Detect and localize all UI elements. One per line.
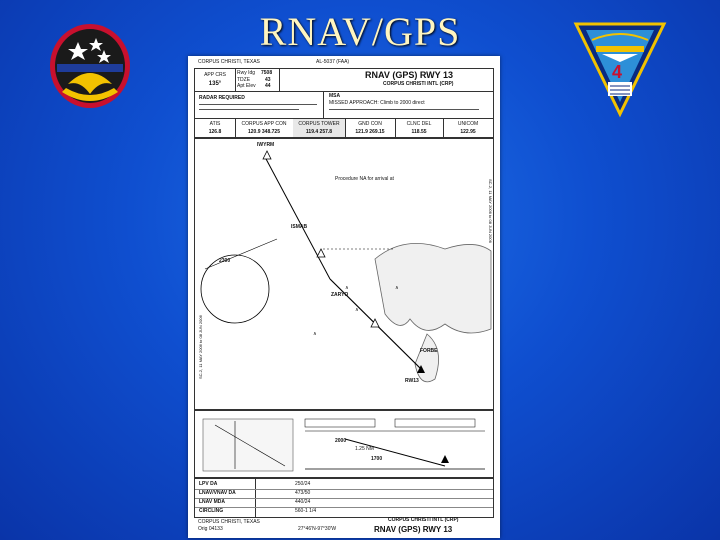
- radar-note: RADAR REQUIRED: [199, 95, 245, 101]
- msa-label: MSA: [329, 93, 341, 99]
- svg-text:SC-2, 11 MAY 2006 to 08 JUN 20: SC-2, 11 MAY 2006 to 08 JUN 2006: [198, 314, 203, 379]
- msa-value: 2300: [219, 258, 231, 264]
- freq-value: 126.8: [208, 129, 222, 135]
- fix-label: RW13: [405, 378, 419, 384]
- freq-value: 122.95: [460, 129, 476, 135]
- footer-orig: Orig 04133: [198, 526, 223, 532]
- profile-distance: 1.25 NM: [355, 446, 374, 452]
- svg-text:∧: ∧: [313, 331, 317, 337]
- minimums-category: LPV DA: [199, 481, 218, 487]
- profile-altitude: 1700: [371, 456, 383, 462]
- plan-view: ∧ ∧ ∧ ∧ SC-2, 11 MAY 2006 to 08 JUN 2006…: [194, 138, 494, 410]
- minimums-category: LNAV MDA: [199, 499, 226, 505]
- minimums-value: 473/50: [295, 490, 311, 496]
- footer-airport: CORPUS CHRISTI INTL (CRP): [388, 517, 459, 523]
- minimums-value: 560-1 1/4: [295, 508, 317, 514]
- fix-label: FORBE: [420, 348, 438, 354]
- rwy-ldg-value: 7508: [261, 70, 273, 76]
- profile-view: 2000 1700 1.25 NM: [194, 410, 494, 478]
- svg-text:∧: ∧: [395, 285, 399, 291]
- minimums-value: 250/24: [295, 481, 311, 487]
- freq-value: 119.4 257.8: [305, 129, 333, 135]
- freq-value: 120.9 348.725: [248, 129, 280, 135]
- fix-label: ISMAB: [291, 224, 308, 230]
- profile-altitude: 2000: [335, 438, 347, 444]
- footer-coords: 27°46'N-97°30'W: [298, 526, 337, 532]
- freq-label: UNICOM: [457, 121, 479, 127]
- freq-value: 121.9 269.15: [355, 129, 385, 135]
- svg-text:SC-2, 11 MAY 2006 to 08 JUN 20: SC-2, 11 MAY 2006 to 08 JUN 2006: [488, 179, 493, 244]
- freq-label: GND CON: [358, 121, 382, 127]
- footer-city: CORPUS CHRISTI, TEXAS: [198, 519, 260, 525]
- minimums-category: CIRCLING: [199, 508, 224, 514]
- plate-title: RNAV (GPS) RWY 13: [365, 70, 454, 80]
- missed-approach: MISSED APPROACH: Climb to 2000 direct: [329, 100, 425, 106]
- freq-value: 118.55: [411, 129, 427, 135]
- tdze-value: 43: [265, 77, 271, 83]
- approach-plate: CORPUS CHRISTI, TEXAS AL-5037 (FAA) APP …: [188, 56, 500, 538]
- notes-box: RADAR REQUIRED MSA MISSED APPROACH: Clim…: [194, 91, 494, 119]
- svg-text:∧: ∧: [345, 285, 349, 291]
- app-crs-value: 135°: [208, 81, 222, 87]
- freq-label: CORPUS TOWER: [298, 121, 340, 127]
- freq-label: ATIS: [209, 121, 221, 127]
- minimums-category: LNAV/VNAV DA: [199, 490, 236, 496]
- tdze-label: TDZE: [237, 77, 251, 83]
- footer-title: RNAV (GPS) RWY 13: [374, 525, 453, 534]
- header-box: APP CRS 135° Rwy Idg 7508 TDZE 43 Apt El…: [194, 68, 494, 92]
- freq-label: CORPUS APP CON: [241, 121, 287, 127]
- app-crs-label: APP CRS: [204, 72, 226, 78]
- slide-title: RNAV/GPS: [259, 9, 461, 54]
- apt-elev-value: 44: [265, 83, 271, 89]
- fix-label: ZARYO: [331, 292, 349, 298]
- frequency-row: ATIS 126.8 CORPUS APP CON 120.9 348.725 CO…: [194, 118, 494, 138]
- minimums-table: LPV DA 250/24 LNAV/VNAV DA 473/50 LNAV M…: [194, 478, 494, 518]
- apt-elev-label: Apt Elev: [237, 83, 256, 89]
- minimums-value: 440/24: [295, 499, 311, 505]
- freq-label: CLNC DEL: [406, 121, 432, 127]
- procedure-note: Procedure NA for arrival at: [335, 176, 394, 182]
- header-al-code: AL-5037 (FAA): [316, 59, 350, 65]
- plate-airport: CORPUS CHRISTI INTL (CRP): [383, 81, 454, 87]
- wing-number: 4: [612, 62, 622, 82]
- squadron-patch-icon: [48, 22, 132, 115]
- fix-label: IWYRM: [257, 142, 275, 148]
- svg-text:∧: ∧: [355, 307, 359, 313]
- rwy-ldg-label: Rwy Idg: [237, 70, 256, 76]
- header-city: CORPUS CHRISTI, TEXAS: [198, 59, 260, 65]
- training-wing-patch-icon: 4: [572, 18, 668, 123]
